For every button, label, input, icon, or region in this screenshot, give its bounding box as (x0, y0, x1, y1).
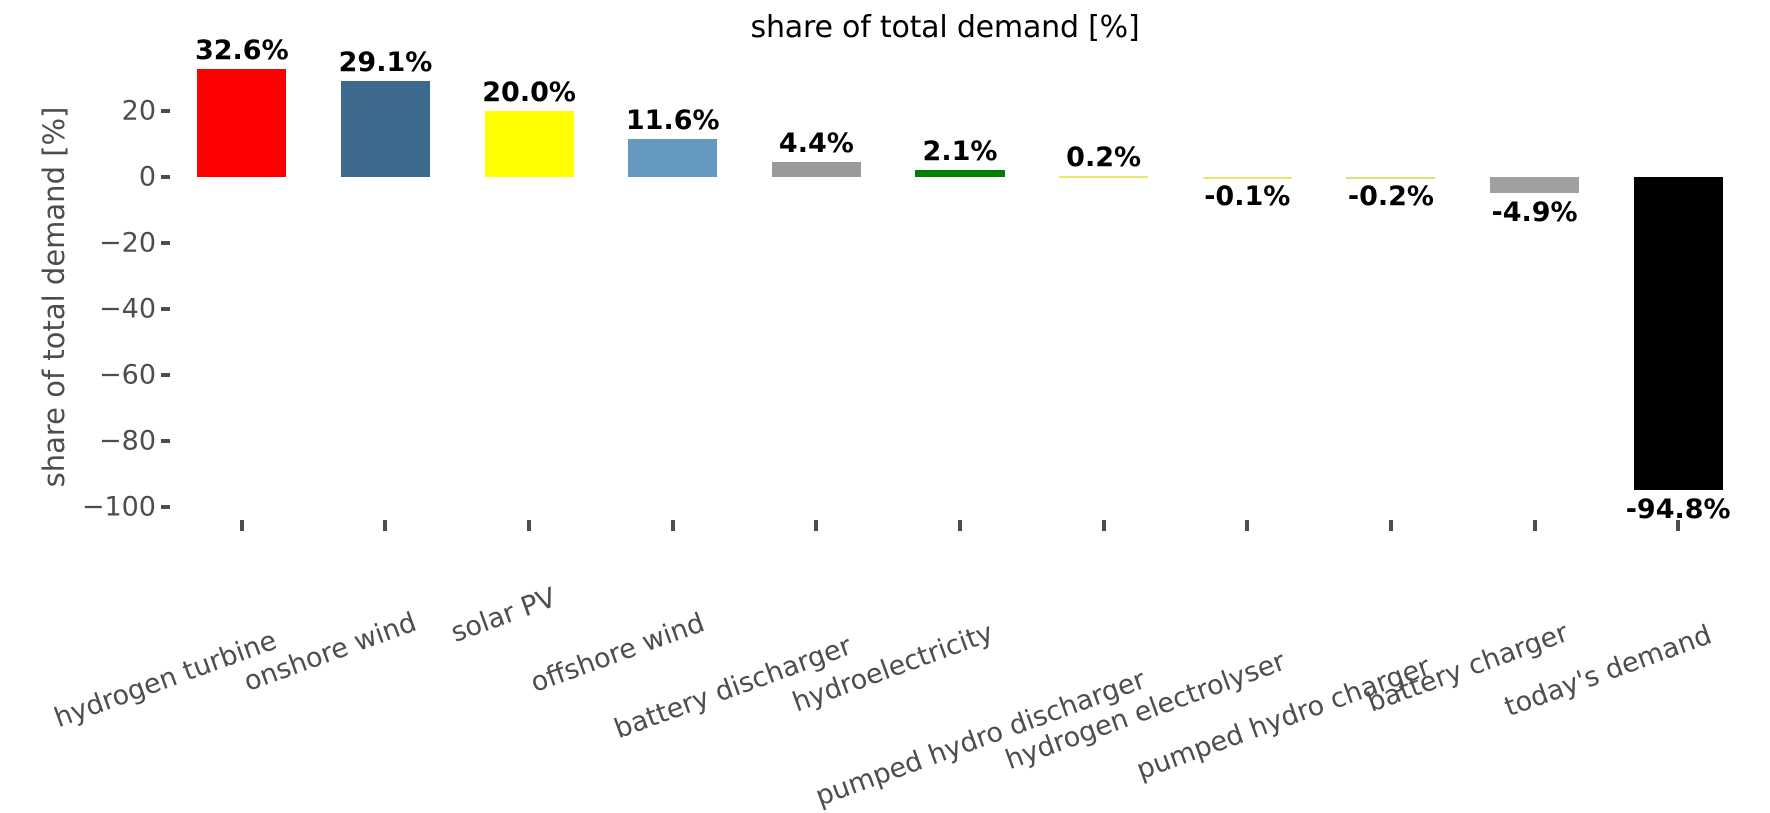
bar[interactable] (915, 169, 1005, 177)
y-tick-label: −80 (99, 425, 156, 457)
y-tick-mark (161, 109, 170, 113)
bar-value-label: 2.1% (922, 135, 998, 167)
bar[interactable] (771, 162, 861, 177)
bar-value-label: -4.9% (1491, 196, 1578, 228)
y-tick-label: −60 (99, 359, 156, 391)
x-tick-mark (958, 520, 962, 531)
x-tick-mark (1101, 520, 1106, 531)
plot-area: 20 0 −20 −40 −60 −80 −100 32.6% 29.1% 20.0% 11.6%… (50, 35, 1750, 812)
x-tick-mark (1388, 520, 1393, 531)
x-tick-mark (1676, 520, 1681, 531)
bar-value-label: 32.6% (194, 35, 289, 67)
bar-value-label: -94.8% (1625, 493, 1731, 525)
bar[interactable] (1059, 176, 1149, 179)
chart-figure: share of total demand [%] share of total… (37, 10, 1750, 813)
bar-value-label: 4.4% (778, 128, 854, 160)
bar[interactable] (340, 80, 430, 177)
bar[interactable] (628, 138, 718, 177)
bar-value-label: -0.1% (1204, 181, 1291, 213)
x-tick-mark (527, 520, 532, 531)
x-tick-mark (1245, 520, 1250, 531)
x-tick-mark (1532, 520, 1537, 531)
x-tick-mark (239, 520, 244, 531)
y-tick-mark (161, 439, 170, 443)
bar[interactable] (1490, 176, 1580, 193)
bar[interactable] (1202, 176, 1292, 179)
x-tick-mark (814, 520, 819, 531)
y-tick-mark (161, 307, 170, 311)
bar[interactable] (197, 69, 287, 177)
bar-value-label: 20.0% (482, 76, 576, 108)
y-tick-mark (161, 505, 170, 509)
x-tick-label: solar PV (447, 582, 561, 649)
chart-title: share of total demand [%] (750, 10, 1140, 45)
y-tick-mark (161, 373, 170, 377)
x-tick-mark (383, 520, 388, 531)
bar-value-label: 11.6% (625, 104, 720, 136)
y-tick-label: 0 (138, 161, 156, 193)
y-axis-label: share of total demand [%] (37, 106, 71, 488)
x-tick-label: offshore wind (526, 607, 709, 699)
y-tick-label: 20 (121, 95, 156, 127)
bar[interactable] (1633, 176, 1723, 490)
y-tick-mark (161, 241, 170, 245)
y-tick-label: −20 (99, 227, 156, 259)
bar-value-label: -0.2% (1347, 181, 1434, 213)
bar[interactable] (484, 110, 574, 177)
bar[interactable] (1346, 176, 1436, 179)
y-tick-mark (161, 175, 170, 179)
x-tick-mark (670, 520, 675, 531)
y-tick-label: −40 (99, 293, 156, 325)
bar-value-label: 29.1% (338, 46, 433, 78)
y-tick-label: −100 (81, 491, 156, 523)
bar-value-label: 0.2% (1066, 142, 1142, 174)
